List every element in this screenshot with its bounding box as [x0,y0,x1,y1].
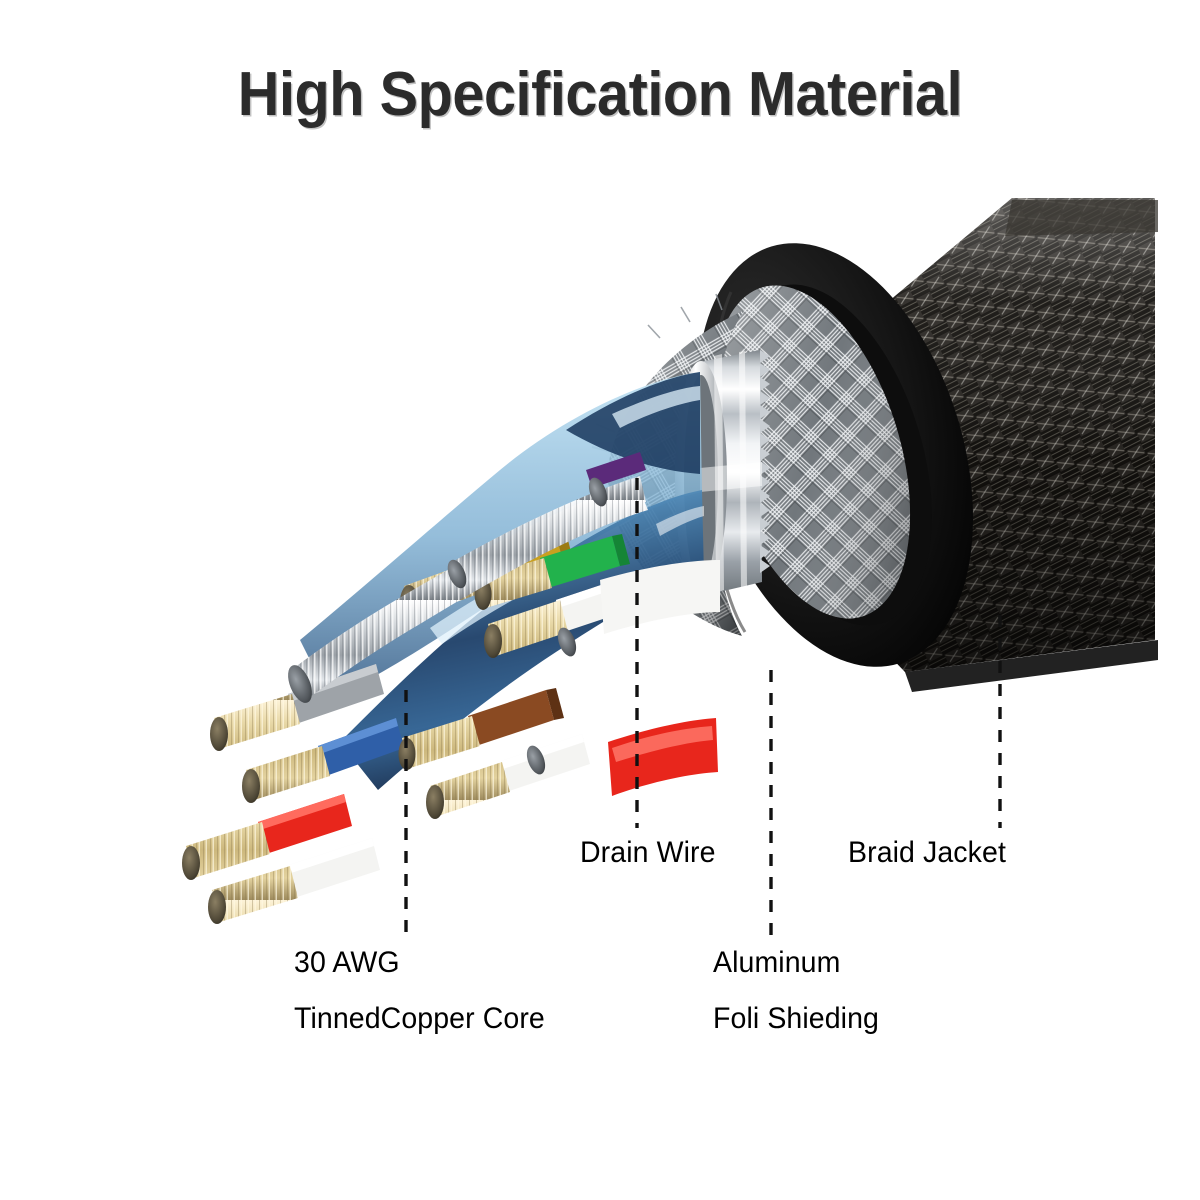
conductor-red-inner [608,718,718,796]
conductor-red [182,794,352,880]
callout-braid-line1: Braid Jacket [848,836,1006,869]
callout-label-braid: Braid Jacket [848,838,1006,868]
conductor-brown [398,688,564,770]
conductor-green [474,534,630,610]
callout-label-drain: Drain Wire [580,838,716,868]
conductor-white-3 [208,838,380,924]
page-title: High Specification Material [237,60,963,129]
conductor-grey [210,664,384,751]
callout-awg-line1: 30 AWG [294,946,400,979]
callout-aluminum-line2: Foli Shieding [713,1002,880,1035]
callout-awg-line2: TinnedCopper Core [294,1002,545,1035]
conductor-purple [586,452,646,488]
callout-aluminum-line1: Aluminum [713,946,841,979]
callout-drain-line1: Drain Wire [580,836,716,869]
conductor-bundle [182,452,720,924]
drain-wire [288,476,648,775]
conductor-blue [242,718,404,803]
callout-label-awg: 30 AWG TinnedCopper Core [294,948,545,1034]
callout-label-aluminum: Aluminum Foli Shieding [713,948,879,1034]
callout-leader-lines [404,478,1002,935]
conductor-white-inner [600,560,720,634]
